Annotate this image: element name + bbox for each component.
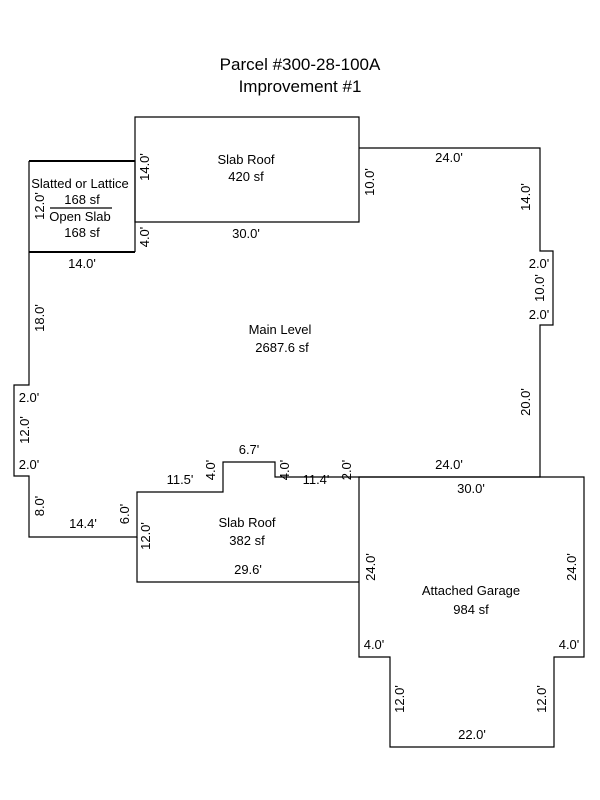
dim-garage-top: 30.0' xyxy=(457,481,485,496)
dim-slat-left: 12.0' xyxy=(32,192,47,220)
dim-garage-left: 24.0' xyxy=(363,553,378,581)
dim-notch-bottom: 2.0' xyxy=(529,307,550,322)
slab-roof-bottom-area: 382 sf xyxy=(229,533,265,548)
open-slab-area: 168 sf xyxy=(64,225,100,240)
dim-step-2: 2.0' xyxy=(339,460,354,481)
dim-notch-top: 2.0' xyxy=(529,256,550,271)
dim-left-notch-bottom: 2.0' xyxy=(19,457,40,472)
open-slab-name: Open Slab xyxy=(49,209,110,224)
dim-left-notch-top: 2.0' xyxy=(19,390,40,405)
dim-bottom-left: 14.4' xyxy=(69,516,97,531)
garage-outline xyxy=(358,476,585,748)
main-level-name: Main Level xyxy=(249,322,312,337)
dim-top-slab-right: 10.0' xyxy=(362,168,377,196)
dim-bslab-left: 12.0' xyxy=(138,522,153,550)
slatted-outline-bold xyxy=(29,160,135,253)
dim-bump-left: 4.0' xyxy=(203,460,218,481)
dim-left-notch-side: 12.0' xyxy=(17,416,32,444)
dim-slat-right: 4.0' xyxy=(137,227,152,248)
dim-main-bottom-right: 24.0' xyxy=(435,457,463,472)
dim-left-upper: 18.0' xyxy=(32,304,47,332)
dim-slat-bottom: 14.0' xyxy=(68,256,96,271)
dim-bump-right: 4.0' xyxy=(277,460,292,481)
dim-garage-low-left: 12.0' xyxy=(392,685,407,713)
slatted-area: 168 sf xyxy=(64,192,100,207)
dim-right-lower: 20.0' xyxy=(518,388,533,416)
improvement-title: Improvement #1 xyxy=(239,77,362,96)
dim-garage-right: 24.0' xyxy=(564,553,579,581)
dim-garage-bottom: 22.0' xyxy=(458,727,486,742)
dim-top-slab-left: 14.0' xyxy=(137,153,152,181)
dim-top-slab-bottom: 30.0' xyxy=(232,226,260,241)
dim-bump-top: 6.7' xyxy=(239,442,260,457)
slab-roof-top-area: 420 sf xyxy=(228,169,264,184)
dim-garage-step-right: 4.0' xyxy=(559,637,580,652)
garage-area: 984 sf xyxy=(453,602,489,617)
dim-seg-11-4: 11.4' xyxy=(303,472,330,487)
dim-bslab-top-left: 6.0' xyxy=(117,504,132,525)
main-level-outline xyxy=(13,147,554,538)
dim-left-lower: 8.0' xyxy=(32,496,47,517)
dim-garage-step-left: 4.0' xyxy=(364,637,385,652)
dim-garage-low-right: 12.0' xyxy=(534,685,549,713)
slab-roof-bottom-name: Slab Roof xyxy=(218,515,275,530)
slatted-name: Slatted or Lattice xyxy=(31,176,129,191)
dim-bslab-bottom: 29.6' xyxy=(234,562,262,577)
main-level-area: 2687.6 sf xyxy=(255,340,309,355)
slab-roof-top-name: Slab Roof xyxy=(217,152,274,167)
dim-notch-side: 10.0' xyxy=(532,274,547,302)
dim-seg-11-5: 11.5' xyxy=(167,472,194,487)
parcel-title: Parcel #300-28-100A xyxy=(220,55,381,74)
slab-roof-bottom-outline xyxy=(136,537,359,583)
dim-right-upper: 14.0' xyxy=(518,183,533,211)
garage-name: Attached Garage xyxy=(422,583,520,598)
dim-top-right: 24.0' xyxy=(435,150,463,165)
